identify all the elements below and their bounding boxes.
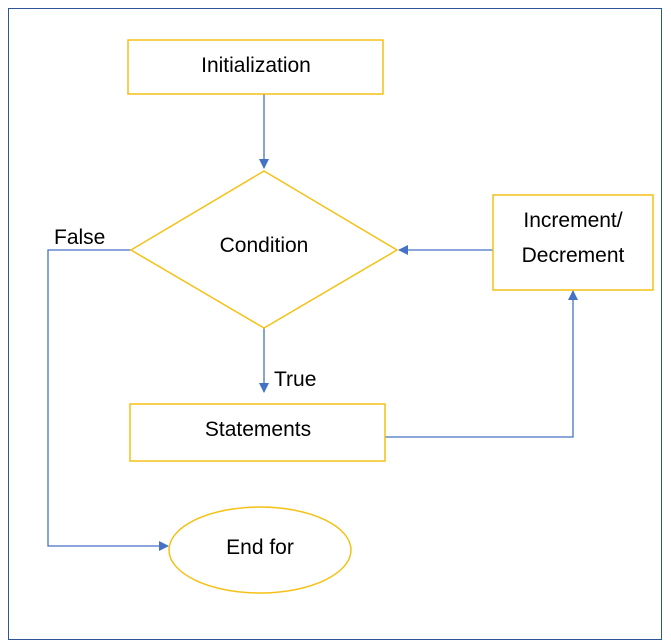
condition-diamond (129, 170, 399, 329)
end-for-ellipse (168, 506, 352, 594)
condition-label: Condition (220, 234, 309, 257)
increment-label-line2: Decrement (522, 244, 625, 267)
statements-box (129, 403, 386, 462)
end-for-label: End for (226, 536, 294, 559)
arrow-condition-false-to-end (47, 249, 169, 551)
increment-label-line1: Increment/ (523, 209, 622, 232)
initialization-label: Initialization (201, 54, 311, 77)
diagram-frame (8, 8, 662, 640)
statements-label: Statements (205, 418, 311, 441)
arrow-statements-to-increment (385, 290, 578, 438)
true-edge-label: True (274, 368, 316, 391)
increment-decrement-box (492, 194, 654, 291)
false-edge-label: False (54, 226, 105, 249)
initialization-box (127, 39, 384, 95)
